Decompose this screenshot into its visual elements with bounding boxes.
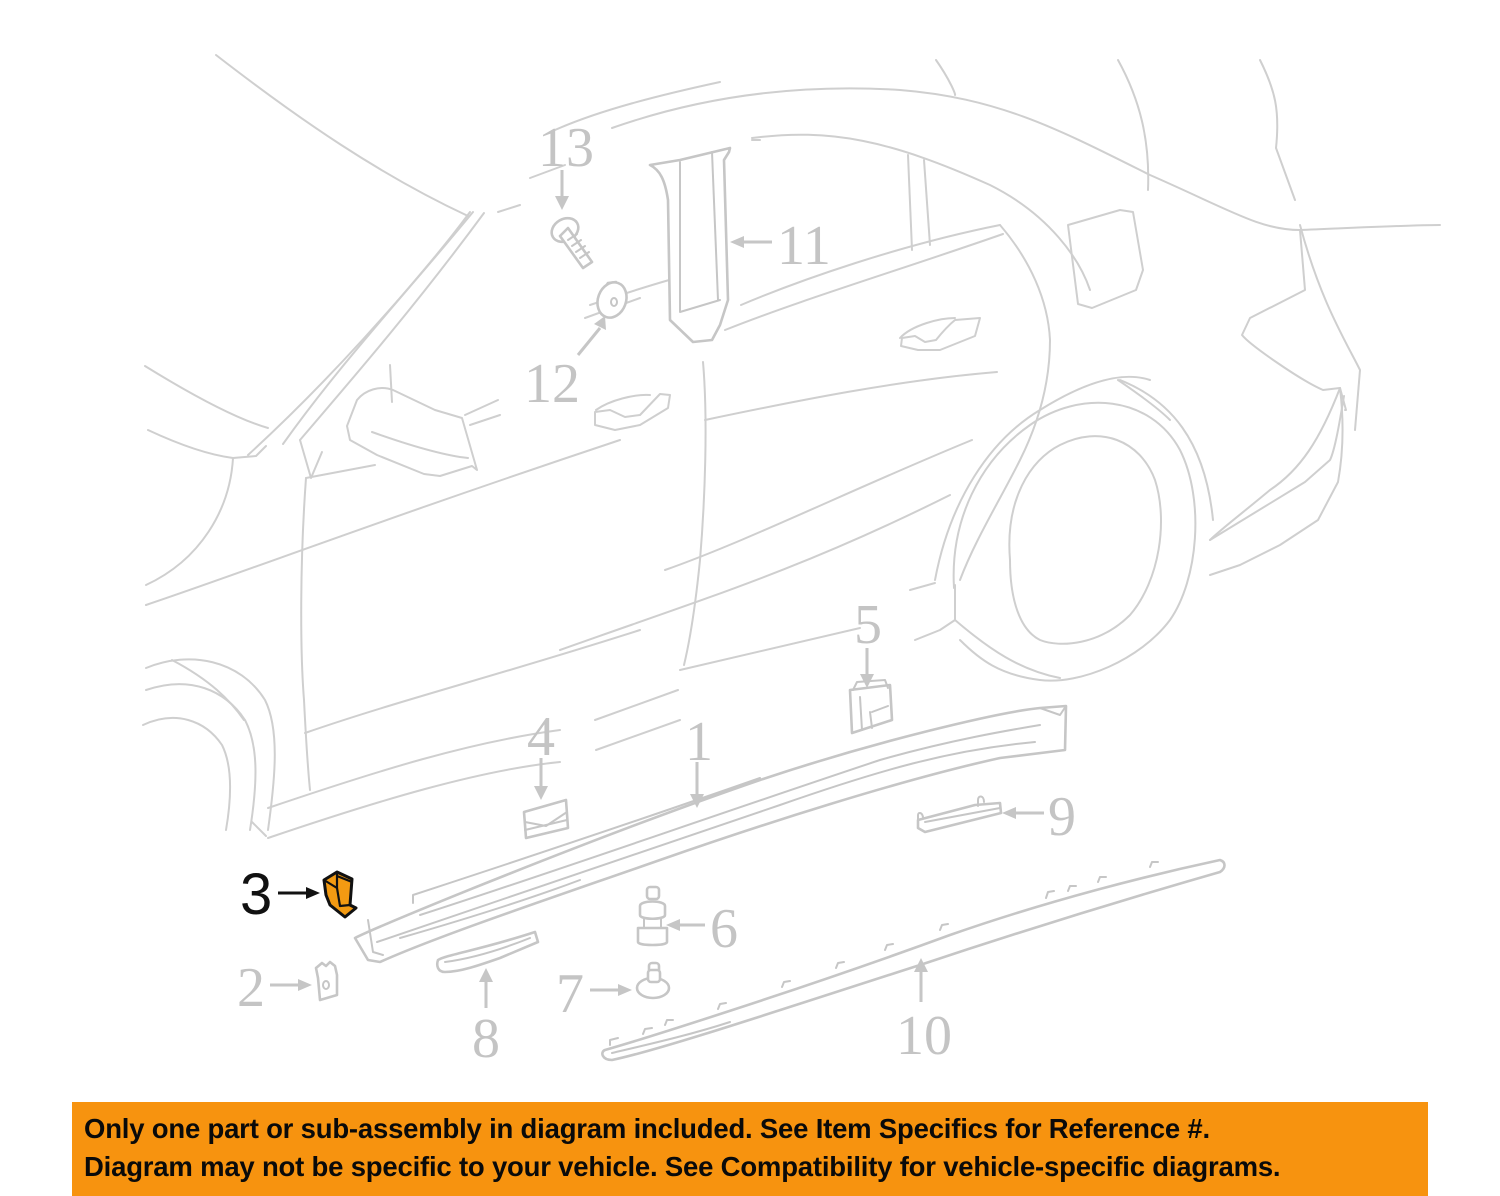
part-6-push-pin[interactable] <box>636 885 669 947</box>
callout-5[interactable]: 5 <box>854 594 882 656</box>
part-13-screw[interactable] <box>547 213 594 270</box>
callout-8[interactable]: 8 <box>472 1008 500 1070</box>
callout-1[interactable]: 1 <box>685 711 713 773</box>
callout-7[interactable]: 7 <box>556 963 584 1025</box>
callout-6[interactable]: 6 <box>710 898 738 960</box>
part-1-rocker-molding[interactable] <box>353 704 1068 964</box>
callout-12[interactable]: 12 <box>524 353 580 415</box>
part-7-rivet[interactable] <box>635 961 671 1000</box>
callout-13[interactable]: 13 <box>538 117 594 179</box>
part-2-retainer-clip[interactable] <box>314 960 339 1002</box>
callout-9[interactable]: 9 <box>1048 786 1076 848</box>
disclaimer-banner: Only one part or sub-assembly in diagram… <box>72 1102 1428 1196</box>
callout-11[interactable]: 11 <box>777 215 831 277</box>
part-11-b-pillar-trim[interactable] <box>648 146 732 344</box>
callout-10[interactable]: 10 <box>896 1005 952 1067</box>
callout-arrows <box>270 170 1044 1008</box>
car-body-outline <box>142 54 1441 839</box>
part-4-clip[interactable] <box>522 798 570 840</box>
callout-labels: 13 11 12 5 4 1 9 6 2 7 8 10 3 <box>237 117 1076 1070</box>
callout-3-highlighted[interactable]: 3 <box>240 862 272 927</box>
callout-2[interactable]: 2 <box>237 957 265 1019</box>
part-12-grommet[interactable] <box>593 278 632 321</box>
part-3-end-bracket[interactable] <box>322 870 358 919</box>
disclaimer-line-2: Diagram may not be specific to your vehi… <box>84 1151 1281 1182</box>
part-5-clip[interactable] <box>848 679 894 735</box>
part-10-sill-molding[interactable] <box>601 858 1226 1062</box>
part-8-lower-trim-strip[interactable] <box>435 930 540 974</box>
disclaimer-line-1: Only one part or sub-assembly in diagram… <box>84 1113 1210 1144</box>
part-9-bracket[interactable] <box>916 795 1003 834</box>
callout-4[interactable]: 4 <box>527 706 555 768</box>
